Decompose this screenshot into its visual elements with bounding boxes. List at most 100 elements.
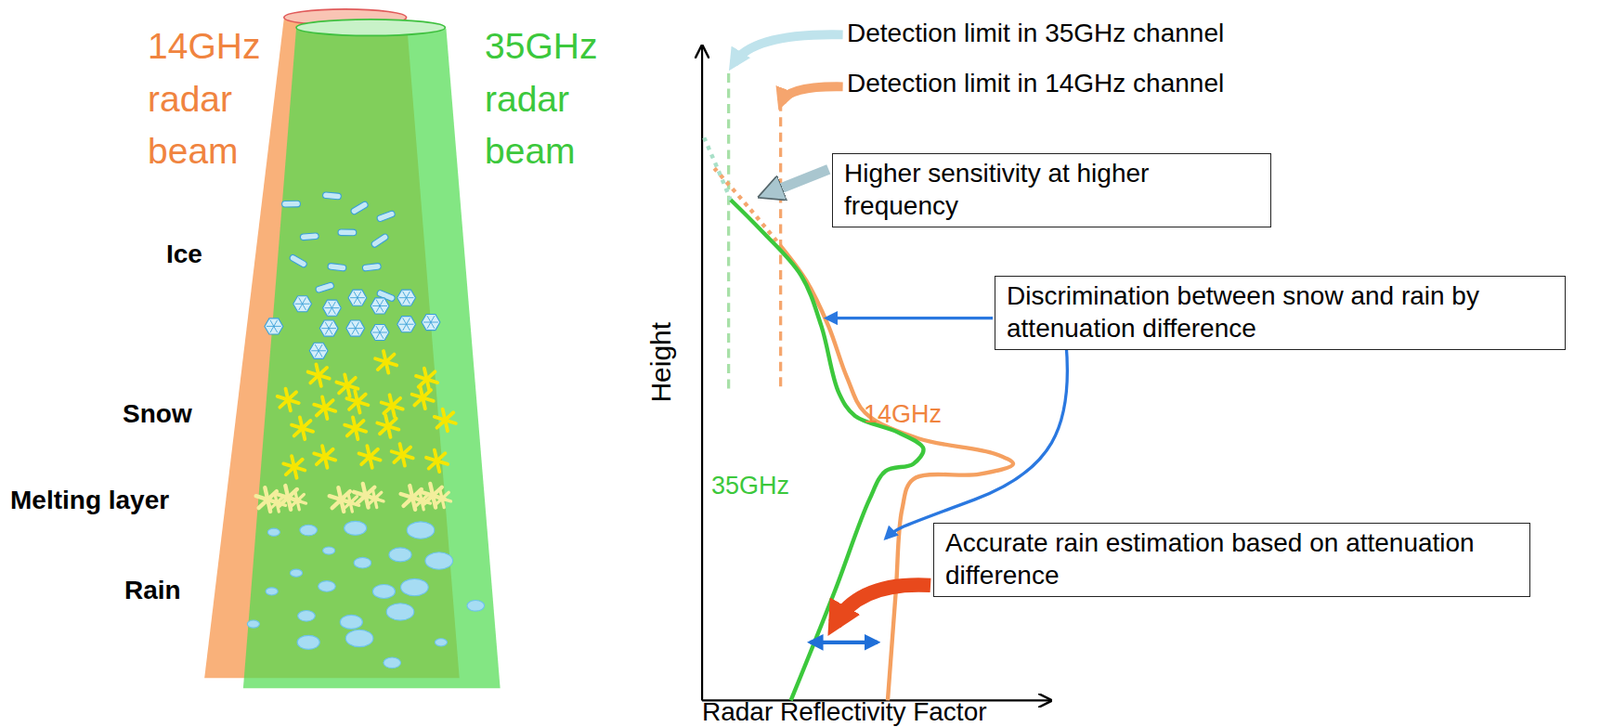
ice-needle — [314, 282, 335, 294]
callout-arrow — [826, 316, 993, 320]
ice-plate — [376, 299, 384, 313]
ice-plate — [327, 301, 336, 315]
profile-14ghz — [780, 245, 1014, 702]
profile-35ghz — [703, 137, 731, 200]
callout-text: Higher sensitivity at higher frequency — [844, 156, 1260, 222]
particles — [247, 192, 484, 669]
raindrop — [401, 578, 430, 596]
snowflake — [316, 449, 334, 465]
raindrop — [318, 581, 337, 593]
profile-35ghz — [730, 199, 924, 701]
callout-arrow — [733, 34, 844, 64]
snowflake — [393, 447, 411, 463]
raindrop — [339, 614, 363, 629]
raindrop — [425, 552, 454, 570]
raindrop — [386, 603, 415, 621]
ice-plate — [346, 320, 365, 337]
ice-plate — [325, 322, 333, 336]
raindrop — [353, 557, 372, 569]
raindrop — [298, 611, 316, 623]
ice-plate — [264, 318, 284, 335]
raindrop — [389, 547, 412, 562]
ice-needle — [299, 233, 319, 241]
callout-arrow — [781, 86, 844, 103]
ice-needle — [288, 253, 308, 269]
ice-needle — [370, 233, 390, 248]
ice-plate — [323, 299, 342, 316]
callout-text: Accurate rain estimation based on attenu… — [945, 526, 1519, 592]
ice-plate — [348, 289, 367, 306]
ice-plate — [299, 297, 307, 311]
layer-label: Snow — [122, 399, 193, 430]
axis-title: Radar Reflectivity Factor — [702, 697, 988, 727]
snowflake — [418, 371, 436, 387]
snowflake — [436, 412, 454, 428]
ice-plate — [427, 315, 435, 329]
layer-label: Ice — [166, 239, 203, 270]
callout-arrow — [834, 585, 931, 625]
snowflake — [290, 494, 305, 507]
ice-plate — [376, 325, 384, 339]
raindrop — [267, 528, 280, 536]
snowflake — [279, 391, 297, 407]
raindrop — [383, 657, 402, 669]
beam-35ghz — [243, 28, 501, 690]
layer-label: Rain — [124, 575, 182, 606]
ice-plate — [314, 344, 323, 358]
snowflake — [294, 420, 312, 436]
ice-plate — [376, 299, 384, 313]
ice-needle — [282, 200, 301, 208]
ice-plate — [309, 342, 328, 359]
detection-limit-line — [727, 73, 730, 393]
beam-top — [296, 19, 445, 37]
snowflake — [286, 459, 303, 475]
snowflake — [414, 390, 431, 405]
ice-plate — [421, 313, 441, 330]
note: Detection limit in 14GHz channel — [846, 68, 1224, 99]
snowflake — [383, 398, 401, 414]
axis-title: Height — [645, 322, 678, 404]
ice-needle — [376, 209, 396, 222]
raindrop — [467, 600, 485, 612]
raindrop — [345, 629, 374, 647]
beam-label: 35GHz radar beam — [484, 20, 606, 179]
raindrop — [247, 620, 260, 628]
snowflake — [316, 400, 334, 416]
ice-plate — [325, 322, 333, 336]
ice-needle — [338, 229, 357, 236]
ice-plate — [270, 320, 278, 334]
difference-arrow — [809, 640, 877, 645]
callout-text: Discrimination between snow and rain by … — [1006, 279, 1554, 345]
y-axis — [701, 45, 703, 701]
snowflake — [347, 420, 365, 436]
snowflake — [349, 393, 366, 409]
ice-plate — [270, 320, 278, 334]
snowflake — [310, 367, 327, 383]
snowflake — [435, 492, 450, 505]
snowflake — [429, 453, 446, 469]
raindrop — [372, 584, 395, 599]
raindrop — [289, 569, 302, 577]
ice-plate — [319, 320, 339, 337]
ice-needle — [362, 262, 381, 272]
callout-box: Higher sensitivity at higher frequency — [832, 153, 1272, 228]
raindrop — [323, 546, 336, 555]
raindrop — [406, 521, 435, 539]
ice-plate — [370, 298, 390, 314]
ice-plate — [327, 301, 336, 315]
ice-plate — [427, 315, 435, 329]
raindrop — [299, 524, 318, 536]
series-label: 35GHz — [711, 471, 790, 501]
ice-plate — [314, 344, 323, 358]
callout-box: Discrimination between snow and rain by … — [994, 275, 1566, 351]
raindrop — [297, 635, 320, 650]
note: Detection limit in 35GHz channel — [846, 18, 1224, 49]
ice-plate — [353, 291, 362, 305]
callout-arrow — [767, 169, 829, 194]
snowflake — [367, 492, 382, 505]
ice-plate — [351, 322, 360, 336]
ice-plate — [403, 317, 411, 331]
raindrop — [344, 520, 367, 535]
ice-plate — [299, 297, 307, 311]
